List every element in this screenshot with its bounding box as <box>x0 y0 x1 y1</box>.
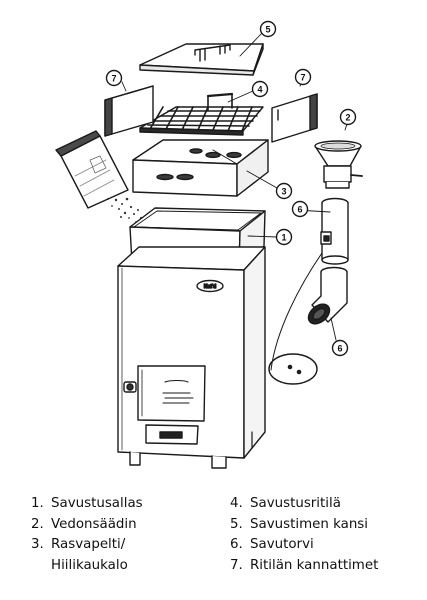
legend-number: 2. <box>31 516 44 532</box>
legend-label: Savutorvi <box>250 537 314 552</box>
callout-3: 3 <box>275 182 293 200</box>
svg-text:7: 7 <box>111 74 116 84</box>
legend-label: Ritilän kannattimet <box>250 557 379 573</box>
chimney-elbow <box>307 266 348 325</box>
callout-4: 4 <box>251 80 269 98</box>
callout-5: 5 <box>259 20 277 38</box>
legend-number: 3. <box>31 537 44 552</box>
legend-item-1: 1. Savustusallas <box>31 494 221 515</box>
svg-text:3: 3 <box>281 187 286 197</box>
legend-item-3: 3. Rasvapelti/ <box>31 535 221 556</box>
legend-number: 1. <box>31 496 44 511</box>
svg-text:5: 5 <box>265 25 270 35</box>
legend-label: Savustimen kansi <box>250 516 368 532</box>
brand-badge-label: Nat'd <box>204 284 216 290</box>
legend-item-7: 7. Ritilän kannattimet <box>230 556 420 577</box>
legend-number: 7. <box>230 557 243 573</box>
svg-text:2: 2 <box>345 113 350 123</box>
rack-support-left <box>104 85 154 137</box>
callout-6-lower: 6 <box>331 339 349 357</box>
legend-number: 6. <box>230 537 243 552</box>
svg-text:7: 7 <box>300 73 305 83</box>
exploded-smoker-diagram: Nat'd <box>55 20 363 469</box>
callout-2: 2 <box>339 108 357 126</box>
callout-1: 1 <box>275 228 293 246</box>
chimney-cap <box>268 252 323 385</box>
legend-label: Rasvapelti/ <box>51 537 126 552</box>
callout-7-left: 7 <box>105 69 123 87</box>
svg-text:1: 1 <box>281 233 286 243</box>
svg-text:4: 4 <box>257 85 262 95</box>
legend-item-4: 4. Savustusritilä <box>230 494 420 515</box>
smoker-lid <box>139 43 264 76</box>
legend-item-3-continued: Hiilikaukalo <box>31 556 221 577</box>
callout-6-upper: 6 <box>291 200 309 218</box>
svg-text:6: 6 <box>297 205 302 215</box>
wood-chip-bag <box>55 130 143 223</box>
legend-number: 4. <box>230 496 243 511</box>
grease-pan <box>132 139 269 197</box>
rack-support-right <box>271 93 318 143</box>
smoker-body: Nat'd <box>117 246 266 469</box>
legend-item-2: 2. Vedonsäädin <box>31 515 221 536</box>
legend-number: 5. <box>230 516 243 532</box>
legend-item-6: 6. Savutorvi <box>230 535 420 556</box>
legend-item-5: 5. Savustimen kansi <box>230 515 420 536</box>
callout-7-right: 7 <box>294 68 312 86</box>
legend-left-column: 1. Savustusallas 2. Vedonsäädin 3. Rasvapel… <box>31 494 221 576</box>
draught-regulator <box>314 140 363 189</box>
legend-label: Savustusallas <box>51 496 143 511</box>
legend-right-column: 4. Savustusritilä 5. Savustimen kansi 6. Sa… <box>230 494 420 576</box>
svg-text:6: 6 <box>337 344 342 354</box>
legend-label: Savustusritilä <box>250 496 341 511</box>
legend-label: Vedonsäädin <box>51 516 137 532</box>
legend-label: Hiilikaukalo <box>51 557 128 573</box>
chimney-pipe <box>320 197 349 265</box>
grill-rack <box>139 92 264 136</box>
